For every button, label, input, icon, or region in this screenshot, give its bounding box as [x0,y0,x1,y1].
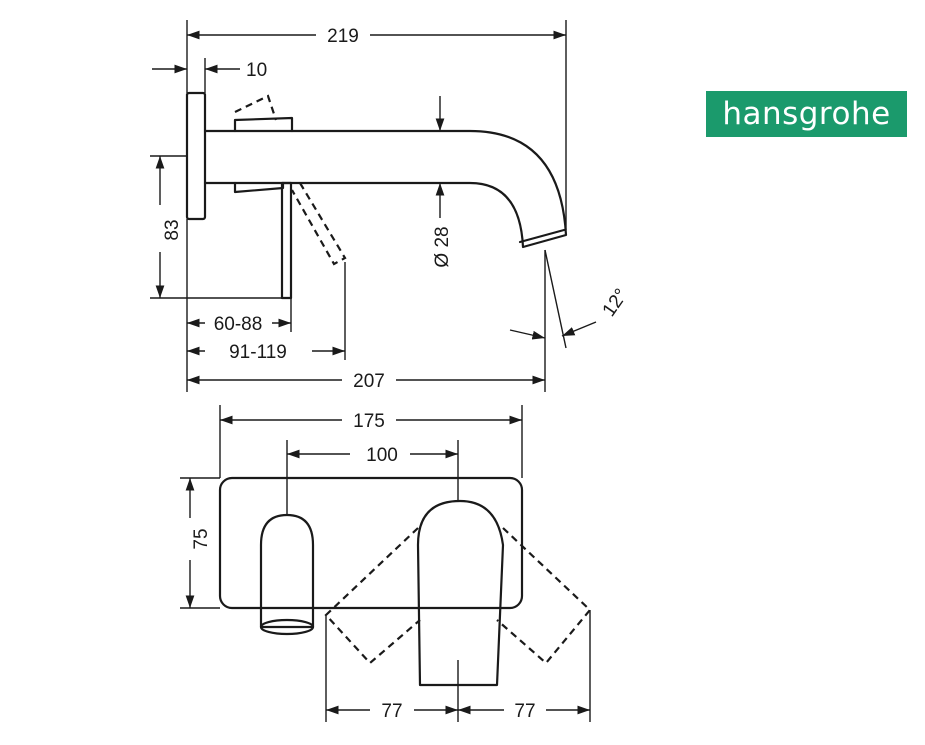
dim-207: 207 [353,371,385,392]
dim-91-119: 91-119 [229,342,287,363]
front-lever [416,499,505,687]
side-view: 219 10 83 Ø 28 60-88 91-119 207 12° [150,20,632,392]
dim-angle-12: 12° [599,285,633,321]
dim-219: 219 [327,26,359,47]
dim-75: 75 [191,528,212,549]
lever-body [233,116,294,133]
lever-alt-position [234,94,347,266]
dim-100: 100 [366,445,398,466]
dim-83: 83 [162,219,183,240]
front-spout [259,513,315,629]
dim-60-88: 60-88 [214,314,263,335]
lever-handle [280,181,293,300]
front-view: 175 100 75 77 77 [180,405,592,722]
lever-swing-envelope [324,527,592,665]
dim-10: 10 [246,60,267,81]
dim-77-left: 77 [381,701,402,722]
dim-175: 175 [353,411,385,432]
dim-diameter-28: Ø 28 [432,226,453,267]
front-plate [218,476,524,610]
spout-outline [203,129,568,249]
dim-77-right: 77 [514,701,535,722]
hansgrohe-logo: hansgrohe [706,91,907,137]
wall-plate [185,91,207,221]
